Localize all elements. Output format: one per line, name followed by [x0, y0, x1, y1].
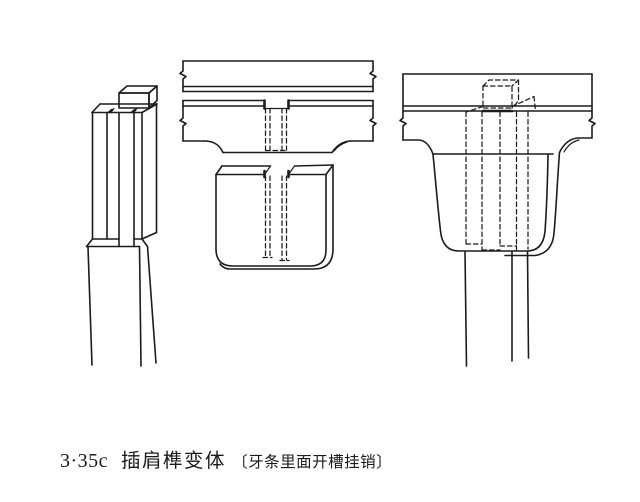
- leg-upper-carved-section: [91, 103, 158, 248]
- block-hidden-groove-dashed: [262, 175, 290, 262]
- assembled-tabletop-rail: [399, 73, 596, 141]
- assembled-leg-shaft: [464, 250, 530, 367]
- leg-tenon-3d-view: [85, 85, 158, 367]
- apron-front-view: [179, 99, 377, 154]
- tabletop-rail: [179, 60, 377, 93]
- apron-hidden-slot-dashed: [264, 107, 288, 152]
- figure-title: 插肩榫变体: [121, 451, 227, 472]
- leg-shoulder-step: [85, 231, 158, 248]
- figure-caption: 3·35c 插肩榫变体 〔牙条里面开槽挂销〕: [60, 444, 392, 473]
- assembled-joint-view: [399, 73, 596, 367]
- figure-number: 3·35c: [60, 450, 109, 472]
- grooved-block-3d: [215, 164, 334, 270]
- hidden-pin-groove-dashed: [465, 111, 529, 251]
- leg-lower-shaft: [87, 245, 157, 367]
- exploded-joint-front-view: [179, 60, 377, 270]
- figure-note: 〔牙条里面开槽挂销〕: [232, 454, 393, 471]
- assembled-apron-and-leg-block: [402, 137, 593, 257]
- hidden-tenon-dashed: [465, 79, 537, 113]
